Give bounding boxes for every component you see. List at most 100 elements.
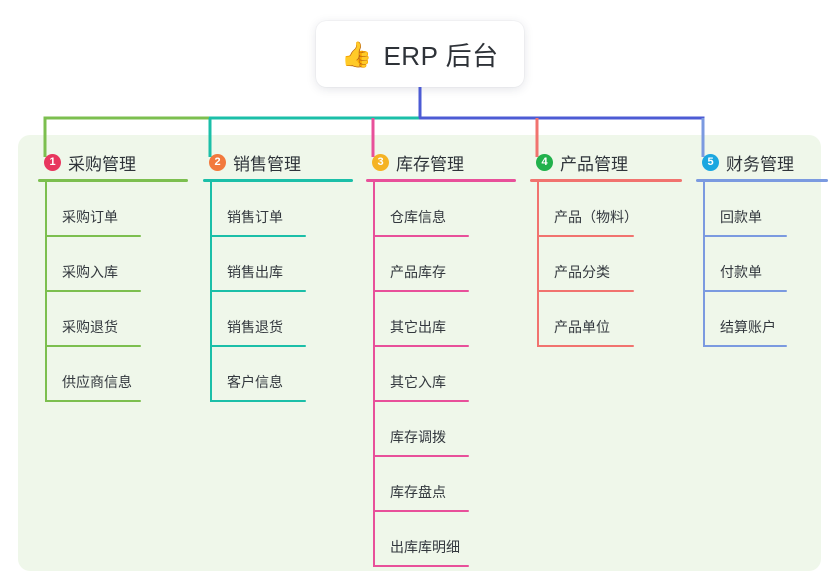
branch-header-rule: [366, 179, 516, 182]
branch-item-label: 产品（物料）: [554, 209, 638, 225]
branch-title: 采购管理: [68, 154, 136, 174]
branch-title: 库存管理: [396, 154, 464, 174]
branch-item[interactable]: 产品（物料）: [530, 182, 682, 237]
branch-item-label: 仓库信息: [390, 209, 446, 225]
branch-header-2[interactable]: 2 销售管理: [203, 148, 353, 176]
branch-number-badge: 3: [372, 153, 389, 171]
branches-panel: [18, 135, 821, 571]
branch-item[interactable]: 库存盘点: [366, 457, 516, 512]
branch-item-rule: [45, 235, 141, 237]
root-node-content: 👍 ERP 后台: [341, 36, 498, 73]
branch-item-rule: [373, 400, 469, 402]
branch-item-rule: [373, 455, 469, 457]
branch-header-rule: [38, 179, 188, 182]
branch-items: 销售订单销售出库销售退货客户信息: [203, 182, 353, 402]
branch-item[interactable]: 出库库明细: [366, 512, 516, 567]
branch-item-rule: [537, 290, 634, 292]
branch-title: 产品管理: [560, 154, 628, 174]
branch-item-label: 销售退货: [227, 319, 283, 335]
branch-item-rule: [45, 400, 141, 402]
branch-item[interactable]: 采购订单: [38, 182, 188, 237]
branch-spine: [210, 182, 212, 402]
branch-item[interactable]: 其它出库: [366, 292, 516, 347]
branch-item-label: 付款单: [720, 264, 762, 280]
branch-item-label: 出库库明细: [390, 539, 460, 555]
branch-item[interactable]: 其它入库: [366, 347, 516, 402]
branch-item-rule: [537, 235, 634, 237]
branch-item[interactable]: 回款单: [696, 182, 828, 237]
branch-header-rule: [696, 179, 828, 182]
branch-header-3[interactable]: 3 库存管理: [366, 148, 516, 176]
branch-item-rule: [703, 235, 787, 237]
branch-items: 产品（物料） 产品分类产品单位: [530, 182, 682, 347]
branch-item-rule: [45, 290, 141, 292]
branch-item[interactable]: 供应商信息: [38, 347, 188, 402]
branch-item-rule: [373, 510, 469, 512]
branch-item[interactable]: 销售出库: [203, 237, 353, 292]
branch-items: 回款单付款单结算账户: [696, 182, 828, 347]
branch-item[interactable]: 销售退货: [203, 292, 353, 347]
thumbs-up-icon: 👍: [341, 39, 373, 69]
branch-item[interactable]: 销售订单: [203, 182, 353, 237]
branch-item-rule: [210, 400, 306, 402]
branch-item[interactable]: 产品分类: [530, 237, 682, 292]
branch-number-badge: 5: [702, 153, 719, 171]
branch-item[interactable]: 采购入库: [38, 237, 188, 292]
branch-item-label: 产品单位: [554, 319, 610, 335]
branch-column-2: 2 销售管理销售订单销售出库销售退货客户信息: [203, 148, 353, 402]
branch-item-rule: [373, 565, 469, 567]
branch-item-rule: [210, 290, 306, 292]
branch-items: 采购订单采购入库采购退货供应商信息: [38, 182, 188, 402]
branch-item[interactable]: 产品单位: [530, 292, 682, 347]
branch-item[interactable]: 付款单: [696, 237, 828, 292]
branch-header-4[interactable]: 4 产品管理: [530, 148, 682, 176]
branch-item[interactable]: 仓库信息: [366, 182, 516, 237]
branch-item-label: 产品库存: [390, 264, 446, 280]
branch-items: 仓库信息产品库存其它出库其它入库库存调拨库存盘点出库库明细: [366, 182, 516, 567]
branch-item-rule: [210, 345, 306, 347]
branch-item-rule: [210, 235, 306, 237]
branch-spine: [373, 182, 375, 567]
branch-item-rule: [373, 290, 469, 292]
branch-number-badge: 1: [44, 153, 61, 171]
branch-item-rule: [45, 345, 141, 347]
branch-item-label: 销售出库: [227, 264, 283, 280]
branch-item[interactable]: 客户信息: [203, 347, 353, 402]
branch-item-label: 销售订单: [227, 209, 283, 225]
branch-item-rule: [373, 235, 469, 237]
branch-item-rule: [373, 345, 469, 347]
branch-item-rule: [703, 290, 787, 292]
branch-header-1[interactable]: 1 采购管理: [38, 148, 188, 176]
branch-header-rule: [530, 179, 682, 182]
branch-title: 销售管理: [233, 154, 301, 174]
branch-item[interactable]: 结算账户: [696, 292, 828, 347]
branch-number-badge: 2: [209, 153, 226, 171]
branch-item-rule: [537, 345, 634, 347]
branch-item-label: 回款单: [720, 209, 762, 225]
branch-item-label: 库存调拨: [390, 429, 446, 445]
branch-item-label: 结算账户: [720, 319, 776, 335]
branch-header-rule: [203, 179, 353, 182]
branch-item-label: 采购退货: [62, 319, 118, 335]
branch-spine: [537, 182, 539, 347]
branch-item-label: 其它入库: [390, 374, 446, 390]
branch-item[interactable]: 采购退货: [38, 292, 188, 347]
branch-item[interactable]: 产品库存: [366, 237, 516, 292]
branch-item-label: 采购订单: [62, 209, 118, 225]
branch-item-label: 其它出库: [390, 319, 446, 335]
branch-number-badge: 4: [536, 153, 553, 171]
branch-item-label: 供应商信息: [62, 374, 132, 390]
branch-item-rule: [703, 345, 787, 347]
branch-item-label: 采购入库: [62, 264, 118, 280]
branch-column-1: 1 采购管理采购订单采购入库采购退货供应商信息: [38, 148, 188, 402]
root-node[interactable]: 👍 ERP 后台: [316, 21, 524, 87]
branch-spine: [703, 182, 705, 347]
branch-spine: [45, 182, 47, 402]
branch-item-label: 客户信息: [227, 374, 283, 390]
branch-item[interactable]: 库存调拨: [366, 402, 516, 457]
branch-item-label: 库存盘点: [390, 484, 446, 500]
branch-column-3: 3 库存管理仓库信息产品库存其它出库其它入库库存调拨库存盘点出库库明细: [366, 148, 516, 567]
